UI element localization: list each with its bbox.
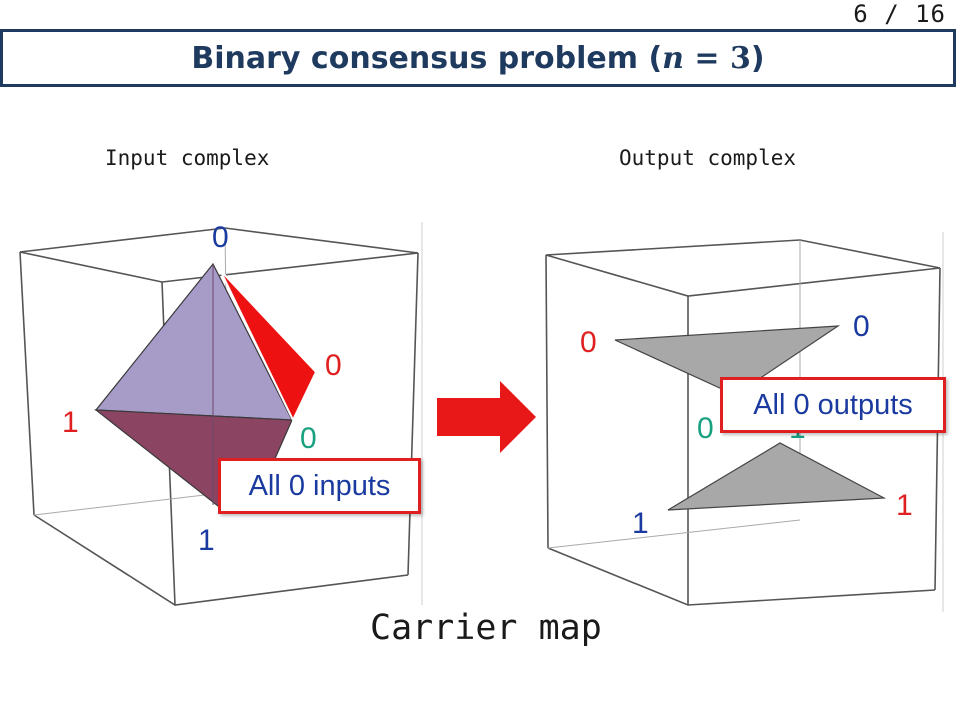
input-vertex-right-green: 0 <box>300 422 317 455</box>
output-cube-hidden-bottom <box>547 519 801 549</box>
all-zero-inputs-callout: All 0 inputs <box>218 458 421 514</box>
output-vertex-lower-left: 1 <box>632 507 649 540</box>
all-zero-outputs-callout: All 0 outputs <box>720 377 946 433</box>
title-equation: = 3 <box>683 40 751 76</box>
output-cube-left-edge <box>545 254 549 549</box>
output-cube-front-top <box>545 254 941 297</box>
input-vertex-top: 0 <box>212 221 229 254</box>
output-cube-back-top <box>545 239 941 269</box>
input-vertex-right-red: 0 <box>325 349 342 382</box>
title-bar: Binary consensus problem (n = 3) <box>0 29 956 87</box>
output-complex-label: Output complex <box>619 146 797 170</box>
input-cube-right-edge <box>407 252 419 576</box>
input-cube-hidden-bottom <box>33 491 231 516</box>
input-complex-label: Input complex <box>105 146 270 170</box>
output-vertex-lower-right: 1 <box>896 489 913 522</box>
slide-number: 6 / 16 <box>853 0 946 28</box>
slide-title: Binary consensus problem (n = 3) <box>191 41 764 76</box>
input-vertex-bottom: 1 <box>198 524 215 557</box>
title-suffix: ) <box>750 40 765 76</box>
input-vertex-left: 1 <box>62 406 79 439</box>
output-cube-bottom <box>547 547 936 606</box>
input-cube-bottom <box>33 514 409 606</box>
output-vertex-upper-right: 0 <box>853 310 870 343</box>
title-math: n = 3 <box>662 41 751 76</box>
carrier-map-label: Carrier map <box>370 608 602 648</box>
output-vertex-middle: 0 <box>697 412 714 445</box>
lower-output-triangle <box>667 442 887 511</box>
red-face <box>219 269 318 423</box>
title-prefix: Binary consensus problem ( <box>191 40 663 76</box>
carrier-map-arrow <box>437 381 536 453</box>
output-vertex-upper-left: 0 <box>580 326 597 359</box>
upper-output-triangle <box>614 325 841 396</box>
title-variable: n <box>662 40 684 76</box>
input-cube-left-edge <box>19 251 35 516</box>
